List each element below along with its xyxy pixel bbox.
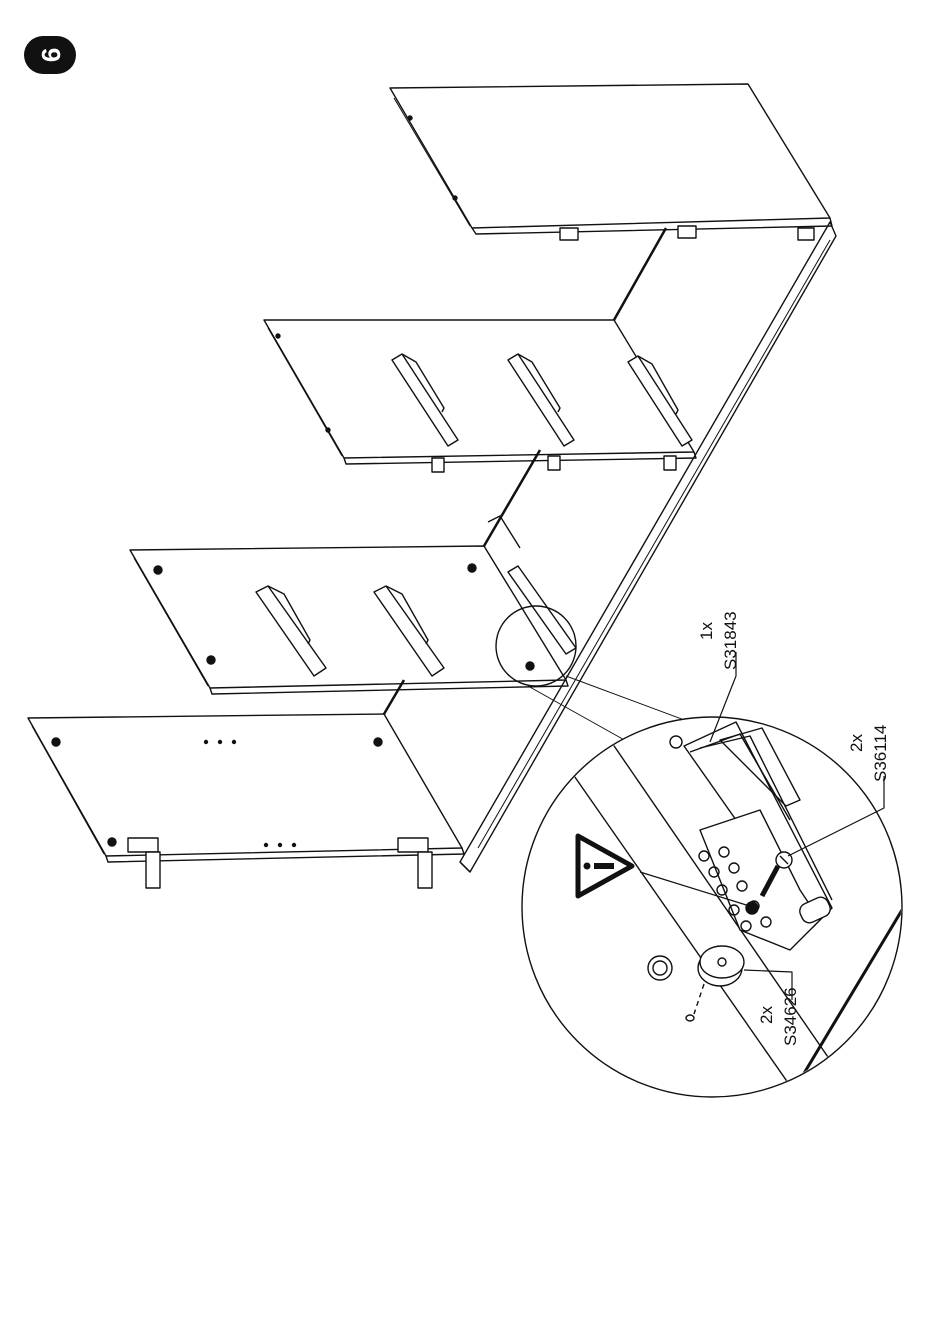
- screw-qty: 2x: [847, 734, 866, 752]
- top-panel: [390, 84, 832, 240]
- bracket-code: S31843: [721, 611, 740, 670]
- screw-code: S36114: [871, 725, 890, 782]
- hinge-icon: [128, 838, 160, 888]
- cap-qty: 2x: [757, 1006, 776, 1024]
- bracket-qty: 1x: [697, 622, 716, 640]
- hinge-icon: [398, 838, 432, 888]
- magnifier-circle: [522, 717, 920, 1100]
- middle-shelf: [130, 450, 576, 694]
- side-panel: [28, 680, 464, 888]
- upper-shelf: [264, 228, 696, 472]
- cap-code: S34626: [781, 987, 800, 1046]
